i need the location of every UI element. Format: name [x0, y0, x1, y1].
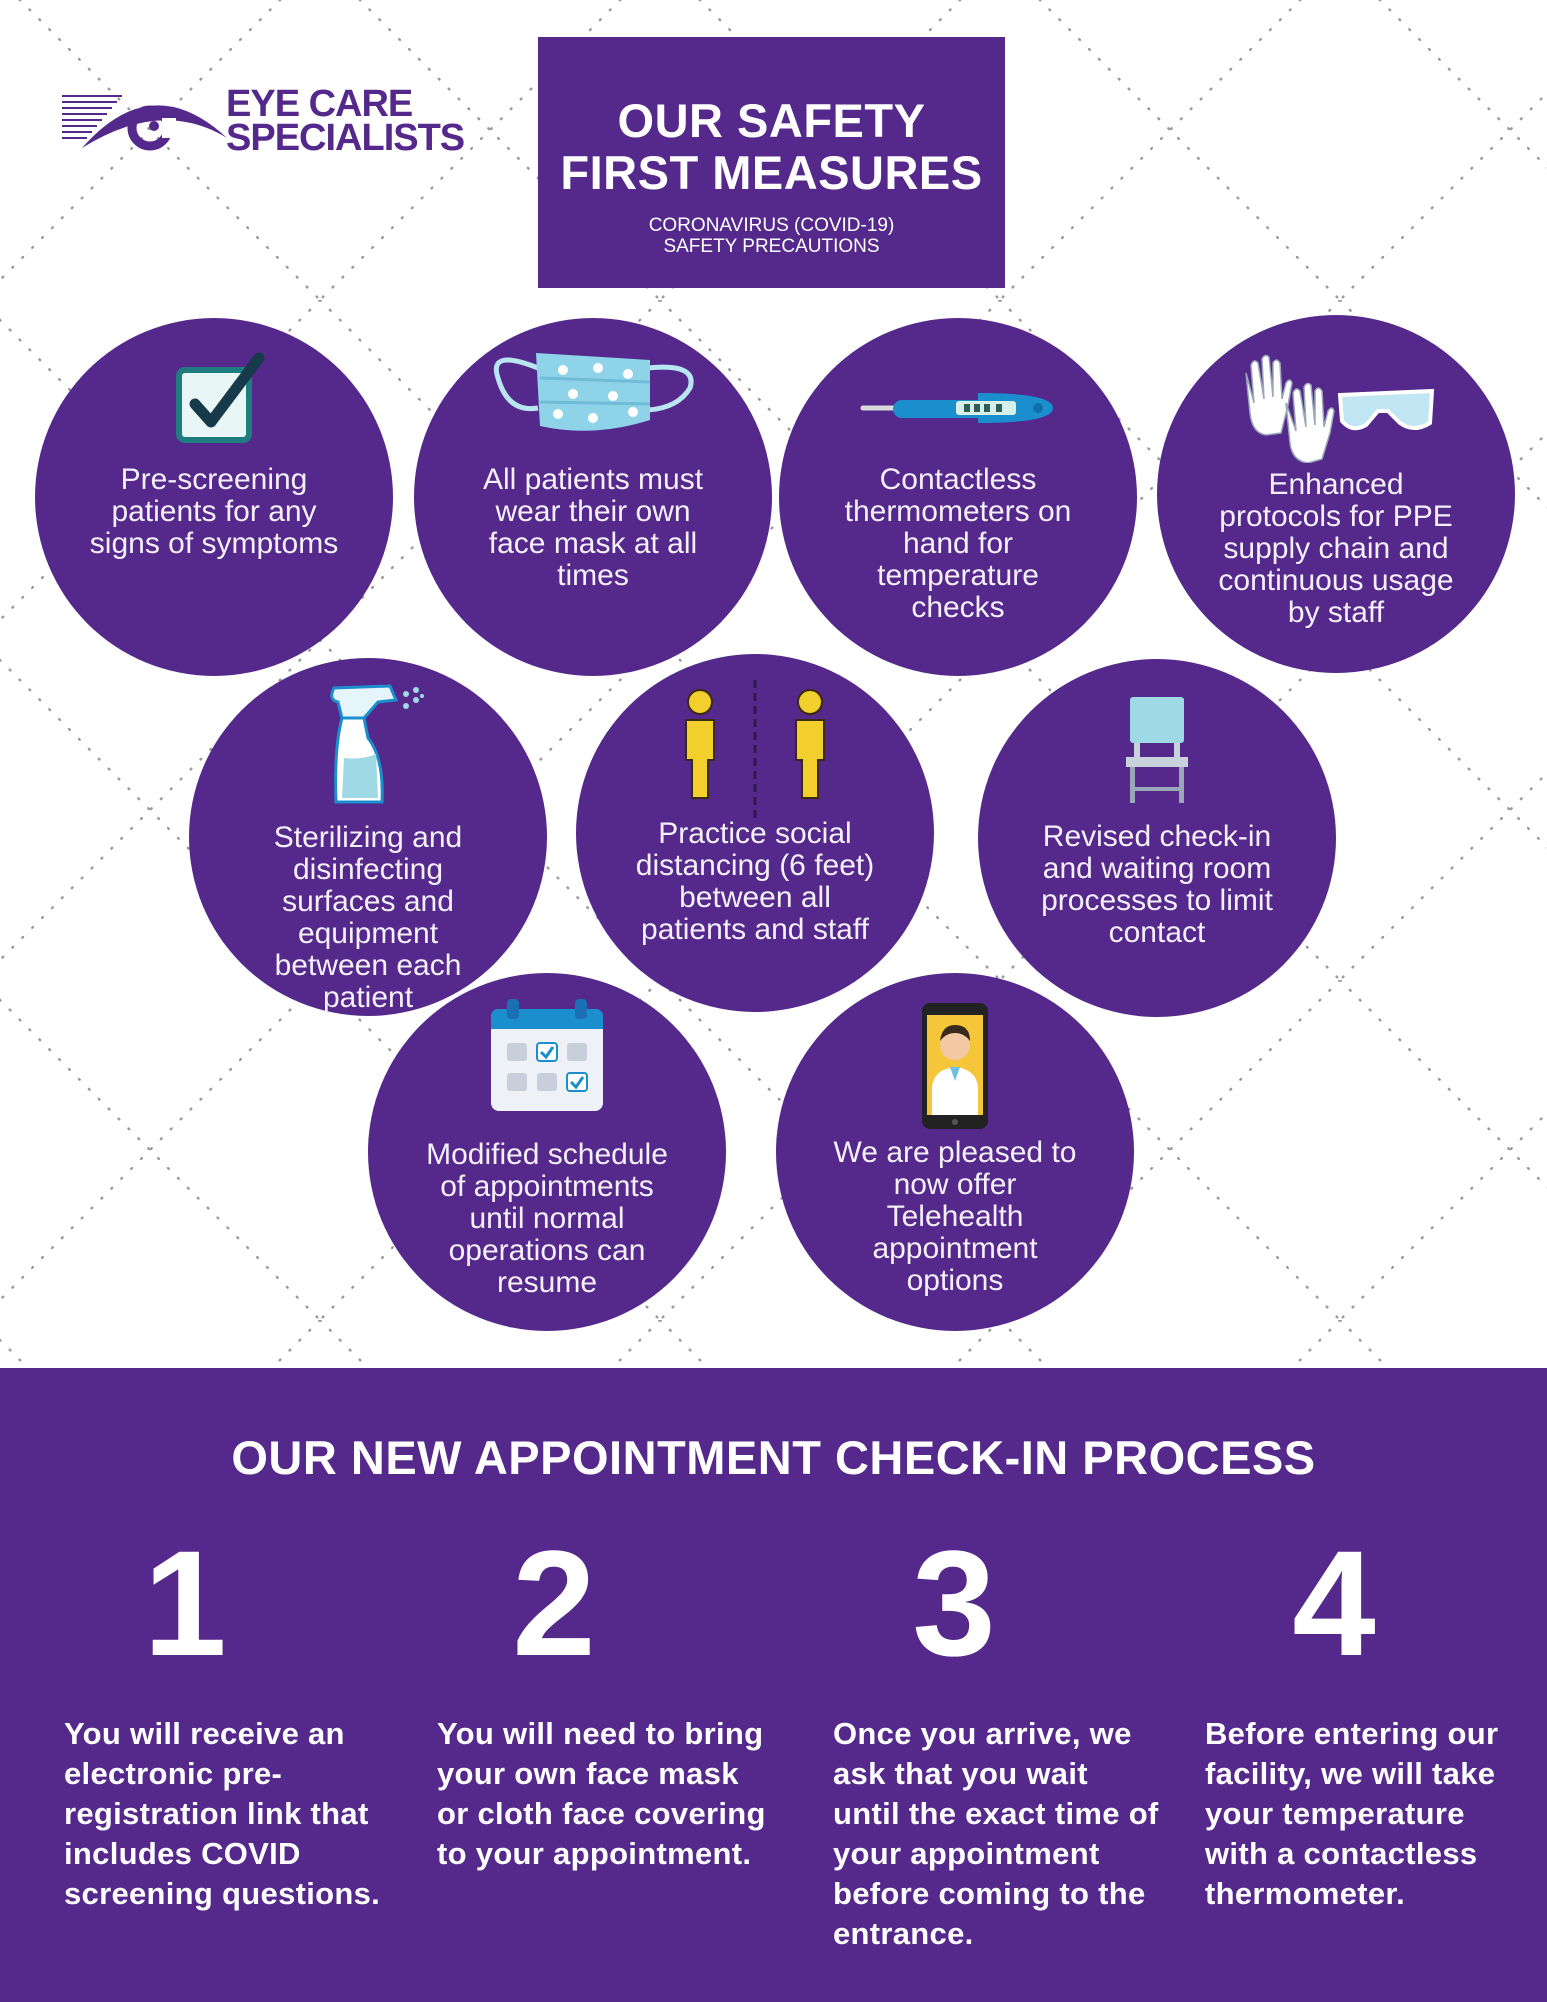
- measure-text: We are pleased to now offer Telehealth a…: [833, 1136, 1077, 1297]
- gloves-goggles-icon: [1157, 353, 1515, 468]
- step-text: Once you arrive, we ask that you wait un…: [833, 1716, 1159, 1951]
- process-step-4: 4 Before entering our facility, we will …: [1205, 1518, 1535, 1914]
- measure-text: Enhanced protocols for PPE supply chain …: [1218, 468, 1454, 629]
- measure-circle-social-distancing: Practice social distancing (6 feet) betw…: [576, 654, 934, 1012]
- page-title: OUR SAFETY FIRST MEASURES: [560, 94, 983, 199]
- title-box: OUR SAFETY FIRST MEASURES CORONAVIRUS (C…: [538, 37, 1005, 288]
- measure-circle-waiting-room: Revised check-in and waiting room proces…: [978, 659, 1336, 1017]
- step-text: You will need to bring your own face mas…: [437, 1716, 766, 1871]
- step-number: 1: [143, 1519, 227, 1687]
- logo-text-line1: EYE CARE: [226, 83, 413, 125]
- measure-text: Revised check-in and waiting room proces…: [1041, 820, 1273, 949]
- measure-circle-telehealth: We are pleased to now offer Telehealth a…: [776, 973, 1134, 1331]
- chair-icon: [978, 695, 1336, 810]
- calendar-icon: [368, 995, 726, 1120]
- checkin-process-section: OUR NEW APPOINTMENT CHECK-IN PROCESS 1 Y…: [0, 1368, 1547, 2002]
- page-subtitle: CORONAVIRUS (COVID-19) SAFETY PRECAUTION…: [648, 215, 895, 257]
- face-mask-icon: [414, 338, 772, 453]
- step-number: 2: [512, 1519, 596, 1687]
- process-step-2: 2 You will need to bring your own face m…: [437, 1518, 767, 1874]
- measure-circle-face-mask: All patients must wear their own face ma…: [414, 318, 772, 676]
- company-logo: EYE CARE SPECIALISTS: [62, 84, 482, 164]
- measure-text: Pre-screening patients for any signs of …: [89, 463, 339, 560]
- process-step-1: 1 You will receive an electronic pre-reg…: [64, 1518, 394, 1914]
- measure-text: All patients must wear their own face ma…: [482, 463, 704, 592]
- step-number: 4: [1292, 1519, 1376, 1687]
- step-text: Before entering our facility, we will ta…: [1205, 1716, 1499, 1911]
- measure-text: Contactless thermometers on hand for tem…: [844, 463, 1072, 624]
- thermometer-icon: [779, 388, 1137, 433]
- measure-circle-prescreening: Pre-screening patients for any signs of …: [35, 318, 393, 676]
- process-title: OUR NEW APPOINTMENT CHECK-IN PROCESS: [231, 1431, 1316, 1484]
- checkbox-icon: [35, 348, 393, 453]
- measure-circle-ppe: Enhanced protocols for PPE supply chain …: [1157, 315, 1515, 673]
- measure-circle-thermometer: Contactless thermometers on hand for tem…: [779, 318, 1137, 676]
- measure-text: Sterilizing and disinfecting surfaces an…: [273, 821, 463, 1014]
- process-step-3: 3 Once you arrive, we ask that you wait …: [833, 1518, 1163, 1954]
- social-distancing-icon: [576, 680, 934, 825]
- measure-text: Modified schedule of appointments until …: [426, 1138, 668, 1299]
- step-number: 3: [912, 1519, 996, 1687]
- logo-text-line2: SPECIALISTS: [226, 117, 465, 159]
- phone-doctor-icon: [776, 1001, 1134, 1136]
- step-text: You will receive an electronic pre-regis…: [64, 1716, 381, 1911]
- measure-circle-sterilizing: Sterilizing and disinfecting surfaces an…: [189, 658, 547, 1016]
- measure-circle-schedule: Modified schedule of appointments until …: [368, 973, 726, 1331]
- measure-text: Practice social distancing (6 feet) betw…: [635, 817, 875, 946]
- eye-logo-icon: [62, 95, 227, 151]
- spray-bottle-icon: [189, 678, 547, 813]
